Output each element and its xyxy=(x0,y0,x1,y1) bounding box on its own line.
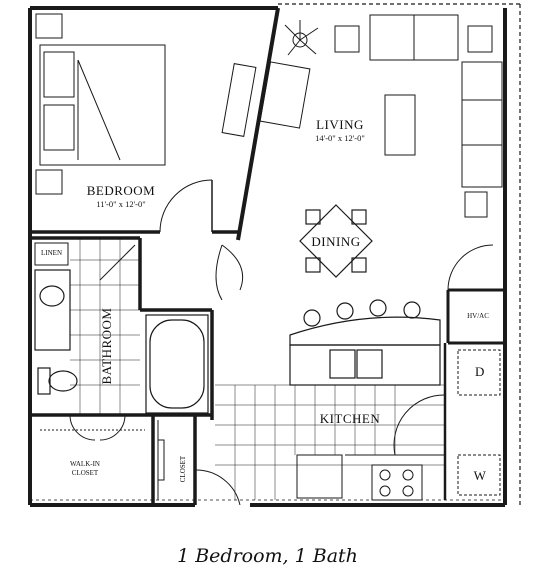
bedroom-size: 11'-0" x 12'-0" xyxy=(96,199,146,209)
linen-label: LINEN xyxy=(41,249,62,257)
kitchen-label: KITCHEN xyxy=(319,411,381,426)
sink-icon xyxy=(34,269,71,351)
diagonal-wall xyxy=(236,7,280,241)
bathtub-icon xyxy=(145,314,209,414)
hall-doors xyxy=(215,244,244,301)
dining-table xyxy=(299,204,373,278)
living-size: 14'-0" x 12'-0" xyxy=(315,133,365,143)
dryer-label: D xyxy=(475,364,485,379)
closet-doors xyxy=(40,414,145,441)
living-furniture xyxy=(221,14,503,218)
closet-label: CLOSET xyxy=(179,455,187,483)
plant-icon xyxy=(284,20,319,56)
bathroom-walls xyxy=(30,236,214,505)
washer-label: W xyxy=(473,468,487,483)
bedroom-door xyxy=(159,179,213,233)
hvac-label: HV/AC xyxy=(467,312,489,320)
bed-icon xyxy=(35,13,166,195)
kitchen-tiles xyxy=(215,384,445,500)
entry-door xyxy=(194,469,241,506)
bathroom-tiles xyxy=(70,238,140,415)
caption: 1 Bedroom, 1 Bath xyxy=(177,545,358,567)
kitchen-counter xyxy=(289,299,441,386)
dining-label: DINING xyxy=(311,234,361,249)
bedroom-label: BEDROOM xyxy=(86,183,156,198)
hvac-closet xyxy=(446,288,505,345)
exterior-walls xyxy=(28,6,507,507)
walkin-closet-line2: CLOSET xyxy=(71,469,99,477)
living-label: LIVING xyxy=(316,117,364,132)
bathroom-label: BATHROOM xyxy=(99,307,114,385)
toilet-icon xyxy=(37,367,78,395)
stove-icon xyxy=(296,454,445,501)
walkin-closet-line1: WALK-IN xyxy=(70,460,100,468)
